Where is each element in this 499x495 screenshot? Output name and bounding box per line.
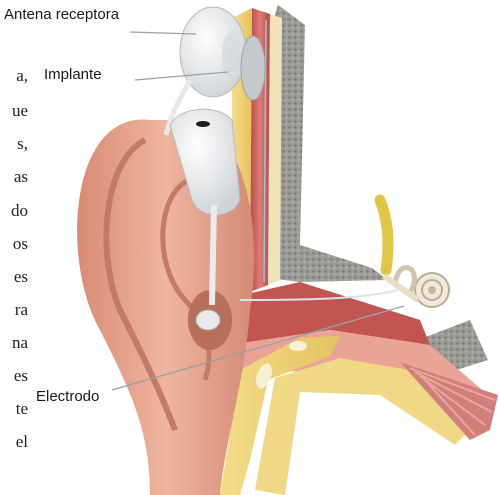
- cochlea: [384, 268, 449, 307]
- label-implante: Implante: [44, 66, 102, 83]
- label-antena-receptora: Antena receptora: [4, 6, 119, 23]
- auditory-nerve: [380, 200, 388, 270]
- implant-body: [241, 36, 265, 100]
- label-electrodo: Electrodo: [36, 388, 99, 405]
